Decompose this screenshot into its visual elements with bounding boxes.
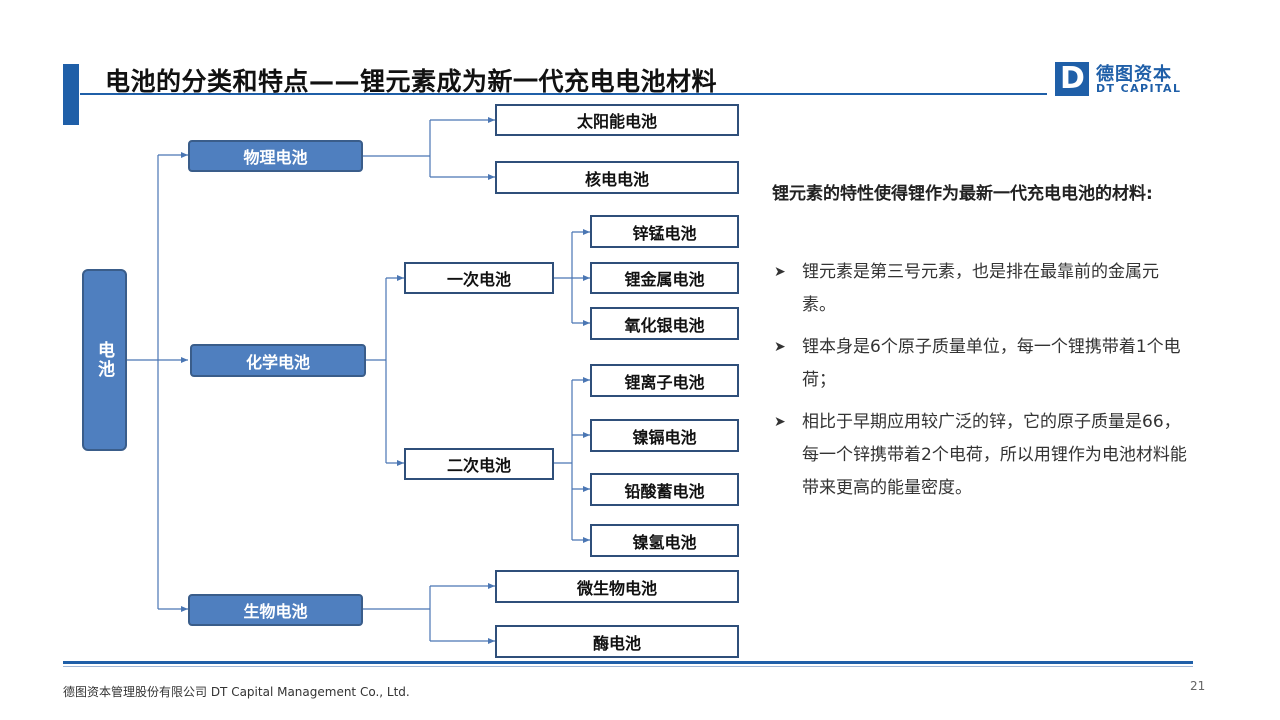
footer-company: 德图资本管理股份有限公司 DT Capital Management Co., … (63, 685, 410, 699)
footer-rule-thin (63, 666, 1193, 667)
node-nuclear-battery: 核电电池 (495, 161, 739, 194)
node-nickel-cadmium-battery: 镍镉电池 (590, 419, 739, 452)
connector-biological-trunk (363, 586, 431, 641)
connector-physical-trunk (363, 120, 431, 177)
node-biological-battery: 生物电池 (188, 594, 363, 626)
title-accent-bar (63, 64, 79, 125)
title-underline (80, 93, 1047, 95)
connector-primary-trunk (553, 232, 573, 323)
list-item: ➤锂本身是6个原子质量单位，每一个锂携带着1个电荷； (772, 331, 1192, 397)
list-item: ➤锂元素是第三号元素，也是排在最靠前的金属元素。 (772, 256, 1192, 322)
page-number: 21 (1190, 679, 1206, 693)
connector-root-trunk (127, 155, 159, 609)
arrow-bullet-icon: ➤ (774, 264, 786, 280)
connector-chemical-trunk (366, 278, 387, 463)
list-item: ➤相比于早期应用较广泛的锌，它的原子质量是66，每一个锌携带着2个电荷，所以用锂… (772, 406, 1192, 505)
connector-secondary-trunk (553, 380, 573, 540)
page-title: 电池的分类和特点——锂元素成为新一代充电电池材料 (105, 67, 718, 96)
node-lithium-metal-battery: 锂金属电池 (590, 262, 739, 294)
node-zinc-manganese-battery: 锌锰电池 (590, 215, 739, 248)
node-secondary-battery: 二次电池 (404, 448, 554, 480)
node-microbial-battery: 微生物电池 (495, 570, 739, 603)
node-enzyme-battery: 酶电池 (495, 625, 739, 658)
logo-name-en: DT CAPITAL (1096, 82, 1182, 95)
footer-rule (63, 661, 1193, 664)
bullet-list: ➤锂元素是第三号元素，也是排在最靠前的金属元素。 ➤锂本身是6个原子质量单位，每… (772, 256, 1192, 514)
node-lead-acid-battery: 铅酸蓄电池 (590, 473, 739, 506)
logo-mark-icon: D (1055, 62, 1089, 96)
node-primary-battery: 一次电池 (404, 262, 554, 294)
logo-name-cn: 德图资本 (1096, 64, 1172, 85)
node-chemical-battery: 化学电池 (190, 344, 366, 377)
node-solar-battery: 太阳能电池 (495, 104, 739, 136)
arrow-bullet-icon: ➤ (774, 414, 786, 430)
node-physical-battery: 物理电池 (188, 140, 363, 172)
node-nickel-metal-hydride-battery: 镍氢电池 (590, 524, 739, 557)
node-root-battery: 电池 (82, 269, 127, 451)
side-heading: 锂元素的特性使得锂作为最新一代充电电池的材料: (772, 184, 1153, 204)
node-silver-oxide-battery: 氧化银电池 (590, 307, 739, 340)
node-lithium-ion-battery: 锂离子电池 (590, 364, 739, 397)
arrow-bullet-icon: ➤ (774, 339, 786, 355)
